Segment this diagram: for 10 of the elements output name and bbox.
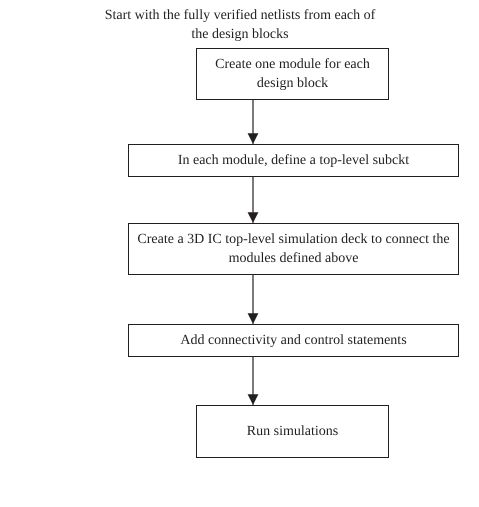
process-box: Add connectivity and control statements [128, 324, 459, 357]
heading: Start with the fully verified netlists from each of the design blocks [104, 7, 376, 44]
arrow [248, 100, 258, 144]
process-box: Run simulations [196, 405, 389, 458]
arrow [248, 357, 258, 405]
process-box: Create a 3D IC top-level simulation deck to connect the modules defined above [128, 223, 459, 275]
process-box: Create one module for each design block [196, 48, 389, 100]
arrow [248, 177, 258, 223]
process-box: In each module, define a top-level subckt [128, 144, 459, 177]
arrow [248, 275, 258, 324]
